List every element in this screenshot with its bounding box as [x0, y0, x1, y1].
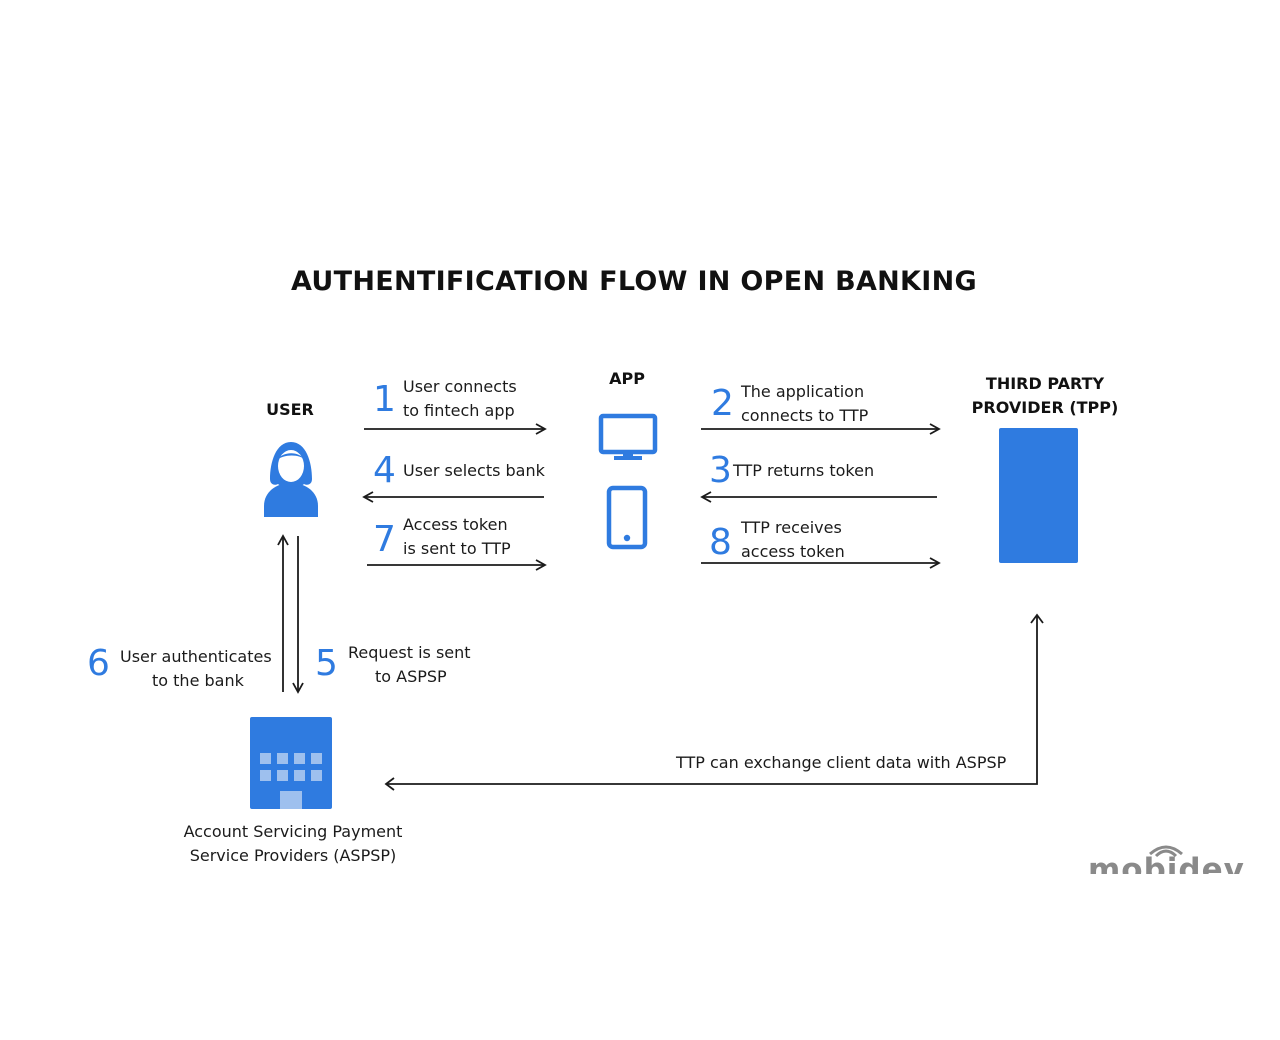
tpp-label: THIRD PARTY PROVIDER (TPP)	[960, 372, 1130, 420]
step-8-number: 8	[709, 522, 732, 563]
user-icon	[264, 442, 318, 517]
app-label: APP	[609, 369, 645, 388]
step-4-text: User selects bank	[403, 461, 545, 480]
step-3-number: 3	[709, 450, 732, 491]
arrow-exchange	[386, 615, 1038, 785]
wifi-signal-icon	[1149, 845, 1183, 858]
user-label: USER	[266, 400, 314, 419]
step-6-text-line2: to the bank	[152, 671, 244, 690]
exchange-label: TTP can exchange client data with ASPSP	[676, 753, 1007, 772]
step-6-number: 6	[87, 643, 110, 684]
step-2-text-line2: connects to TTP	[741, 406, 869, 425]
step-7-text-line2: is sent to TTP	[403, 539, 511, 558]
step-2-number: 2	[711, 383, 734, 424]
step-1-text-line1: User connects	[403, 377, 517, 396]
step-1-text-line2: to fintech app	[403, 401, 515, 420]
step-5-text-line2: to ASPSP	[375, 667, 447, 686]
aspsp-caption: Account Servicing Payment Service Provid…	[168, 820, 418, 868]
step-8-text-line2: access token	[741, 542, 845, 561]
step-8-text-line1: TTP receives	[741, 518, 842, 537]
aspsp-caption-line1: Account Servicing Payment	[183, 822, 403, 841]
step-6-text-line1: User authenticates	[120, 647, 272, 666]
mobidev-logo: mobidev	[1088, 852, 1245, 874]
phone-icon	[606, 485, 648, 550]
step-5-text-line1: Request is sent	[348, 643, 471, 662]
step-1-number: 1	[373, 379, 396, 420]
step-7-number: 7	[373, 519, 396, 560]
tpp-block-icon	[999, 428, 1078, 563]
aspsp-caption-line2: Service Providers (ASPSP)	[189, 846, 397, 865]
diagram-title: AUTHENTIFICATION FLOW IN OPEN BANKING	[291, 266, 977, 297]
step-3-text: TTP returns token	[733, 461, 875, 480]
monitor-icon	[598, 413, 658, 460]
tpp-label-line2: PROVIDER (TPP)	[971, 398, 1119, 417]
step-2-text-line1: The application	[741, 382, 865, 401]
step-7-text-line1: Access token	[403, 515, 508, 534]
step-4-number: 4	[373, 450, 396, 491]
step-5-number: 5	[315, 643, 338, 684]
tpp-label-line1: THIRD PARTY	[985, 374, 1105, 393]
bank-building-icon	[250, 717, 332, 809]
